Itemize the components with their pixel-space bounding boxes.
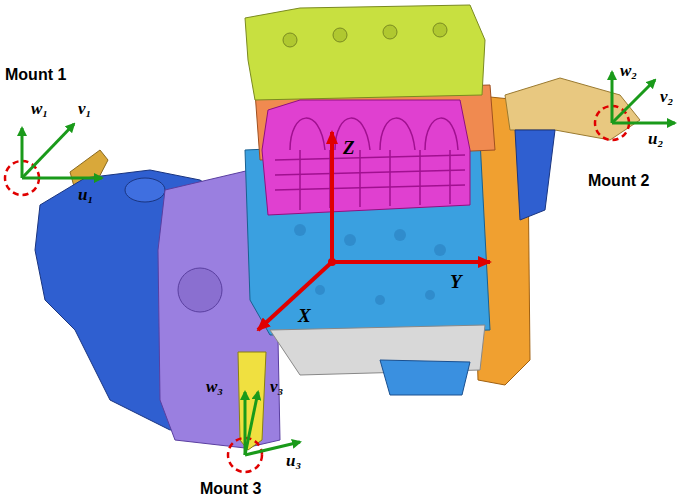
- axis-label: w₁: [31, 100, 48, 119]
- axis-label: Z: [343, 138, 355, 159]
- axis-label: w₂: [620, 62, 637, 81]
- axis-label: v₁: [78, 100, 91, 119]
- axis-label: v₃: [270, 378, 283, 397]
- axis-label: Y: [450, 272, 462, 293]
- axis-label: u₁: [78, 186, 93, 205]
- axis-label: v₂: [660, 88, 673, 107]
- axis-label: X: [298, 306, 311, 327]
- axis-label: u₂: [648, 130, 663, 149]
- axis-label: u₃: [286, 452, 301, 471]
- axis-label: w₃: [206, 378, 223, 397]
- mount-label: Mount 3: [200, 480, 261, 498]
- mount-label: Mount 1: [5, 66, 66, 84]
- mount-label: Mount 2: [588, 172, 649, 190]
